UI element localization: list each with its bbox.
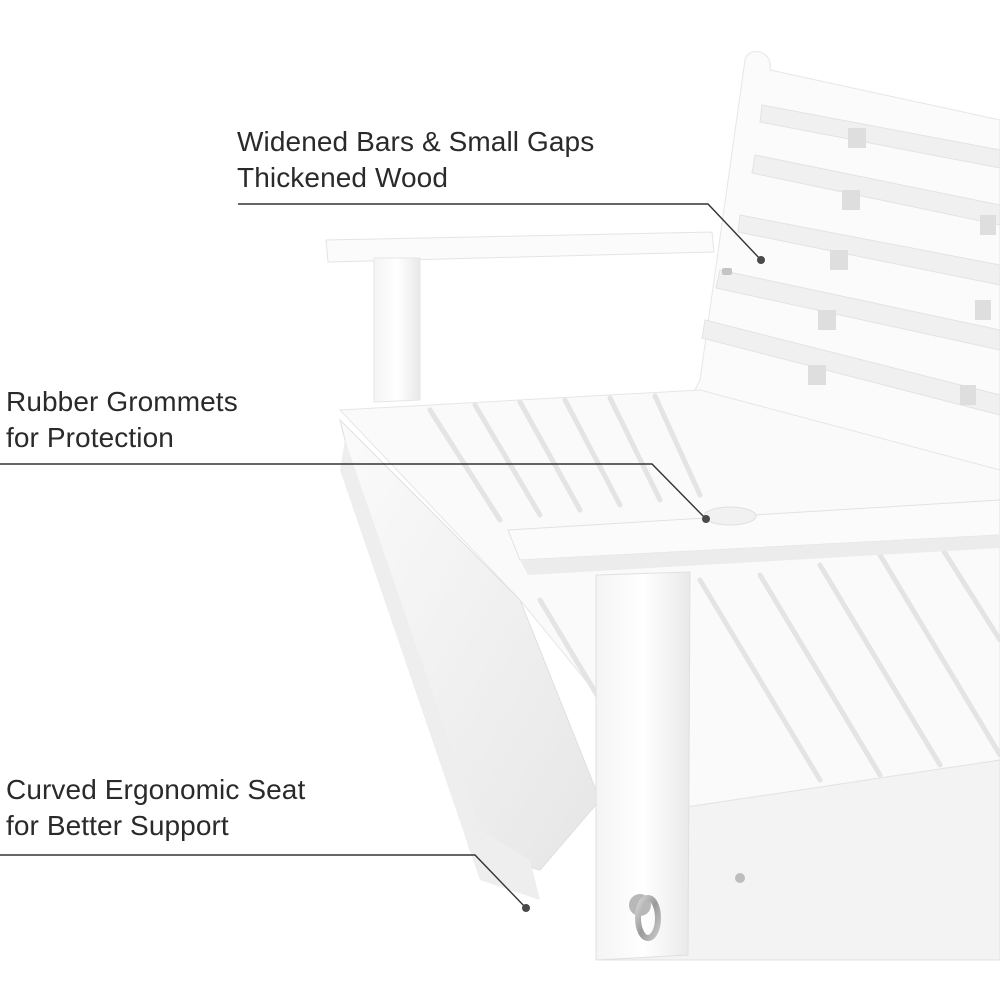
callout-line: Thickened Wood [237, 162, 449, 193]
eye-bolt-icon [629, 894, 661, 941]
leader-lines [0, 203, 762, 909]
callout-dot-icon [757, 256, 765, 264]
leader-line-seat [0, 854, 527, 909]
callout-line: Widened Bars & Small Gaps [237, 126, 595, 157]
callout-line: for Better Support [6, 810, 229, 841]
callout-label-backrest: Widened Bars & Small Gaps Thickened Wood [237, 124, 594, 196]
leader-line-grommet [0, 463, 707, 520]
left-armrest [325, 231, 715, 403]
callout-line: Rubber Grommets [6, 386, 238, 417]
callout-line: Curved Ergonomic Seat [6, 774, 306, 805]
right-armrest [507, 499, 1000, 961]
callout-dot-icon [522, 904, 530, 912]
grommet-icon [703, 506, 757, 526]
leader-line-backrest [238, 203, 762, 261]
callout-line: for Protection [6, 422, 174, 453]
callout-label-seat: Curved Ergonomic Seat for Better Support [6, 772, 305, 844]
callout-dot-icon [702, 515, 710, 523]
callout-label-grommets: Rubber Grommets for Protection [6, 384, 238, 456]
backrest [689, 51, 1000, 481]
